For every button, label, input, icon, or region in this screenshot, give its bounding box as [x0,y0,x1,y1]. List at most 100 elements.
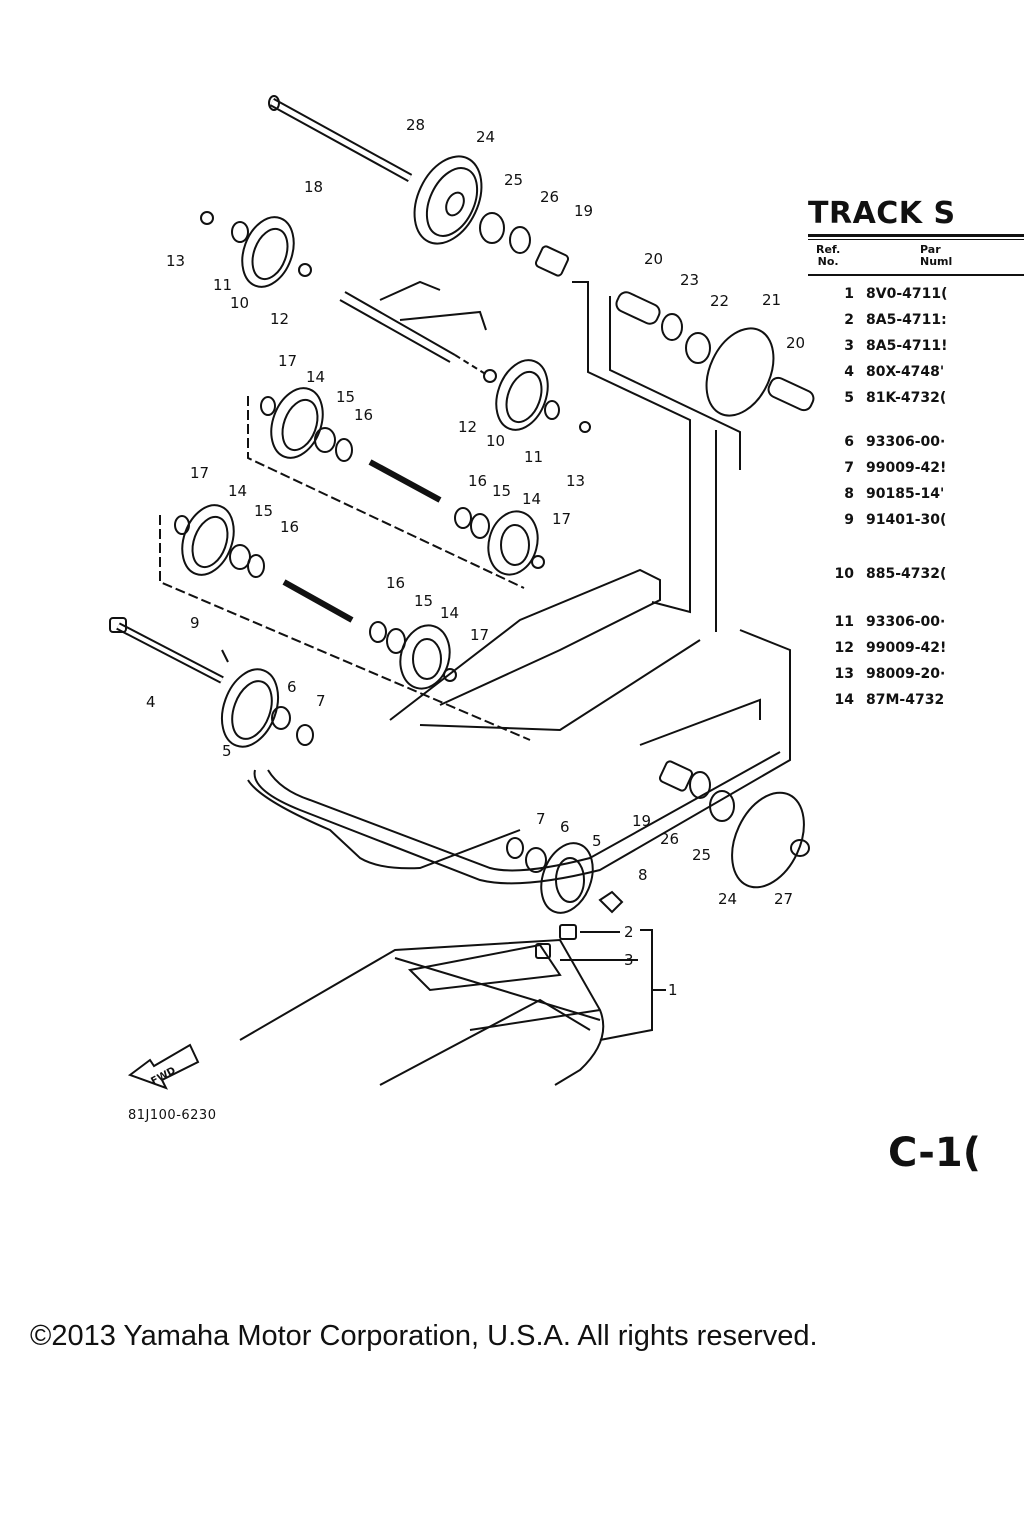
callout-3: 3 [624,951,634,969]
callout-23: 23 [680,271,699,289]
mid-wheel-set-lower [159,504,531,741]
callout-20: 20 [644,250,663,268]
callout-17: 17 [278,352,297,370]
track-belt [239,924,605,1086]
callout-10b: 10 [486,432,505,450]
callout-18: 18 [304,178,323,196]
mid-wheel-set-right [454,507,545,576]
callout-22: 22 [710,292,729,310]
bracket-line-2 [609,296,741,470]
callout-4: 4 [146,693,156,711]
callout-14c: 14 [522,490,541,508]
figure-code: 81J100-6230 [128,1108,217,1123]
callout-7b: 7 [536,810,546,828]
callout-17d: 17 [470,626,489,644]
page-code: C-1( [888,1130,981,1176]
front-axle-bolt [109,617,229,684]
bracket-line-1 [572,281,691,614]
copyright-notice: ©2013 Yamaha Motor Corporation, U.S.A. A… [30,1320,818,1352]
callout-17b: 17 [190,464,209,482]
callout-15d: 15 [414,592,433,610]
callout-16: 16 [354,406,373,424]
front-wheel [220,668,314,748]
callout-24b: 24 [718,890,737,908]
callout-25: 25 [504,171,523,189]
ref-no-header: Ref.No. [816,243,841,268]
callout-26b: 26 [660,830,679,848]
rear-idler-assembly [639,698,810,889]
callout-25b: 25 [692,846,711,864]
callout-5b: 5 [592,832,602,850]
callout-14b: 14 [228,482,247,500]
callout-5: 5 [222,742,232,760]
guide-wheel-right [483,359,591,433]
idler-wheel-top [413,155,483,245]
callout-9: 9 [190,614,200,632]
callout-15b: 15 [254,502,273,520]
collar-26 [509,226,531,254]
callout-12b: 12 [458,418,477,436]
callout-17c: 17 [552,510,571,528]
header-rule [808,274,1024,276]
callout-13b: 13 [566,472,585,490]
bearing-25 [479,212,505,244]
callout-16d: 16 [386,574,405,592]
callout-10: 10 [230,294,249,312]
mid-wheel-set-upper [247,387,525,589]
callout-21: 21 [762,291,781,309]
title-rule [808,234,1024,237]
callout-6b: 6 [560,818,570,836]
callout-19: 19 [574,202,593,220]
callout-11b: 11 [524,448,543,466]
callout-16c: 16 [468,472,487,490]
panel-title: TRACK S [808,196,956,231]
callout-15c: 15 [492,482,511,500]
right-spacer-assembly [615,291,815,417]
callout-11: 11 [213,276,232,294]
callout-15: 15 [336,388,355,406]
callout-27: 27 [774,890,793,908]
callout-20b: 20 [786,334,805,352]
callout-16b: 16 [280,518,299,536]
callout-2: 2 [624,923,634,941]
callout-13: 13 [166,252,185,270]
callout-8: 8 [638,866,648,884]
slide-rails [247,568,791,885]
callout-26: 26 [540,188,559,206]
track-leader-lines [560,929,666,1041]
callout-14: 14 [306,368,325,386]
callout-24: 24 [476,128,495,146]
callout-28: 28 [406,116,425,134]
fwd-arrow-icon [127,1043,200,1090]
callout-19b: 19 [632,812,651,830]
rear-lower-wheel [506,837,624,914]
guide-wheel-left [200,211,312,288]
callout-14d: 14 [440,604,459,622]
callout-1: 1 [668,981,678,999]
title-rule-thin [808,239,1024,240]
callout-7: 7 [316,692,326,710]
spacer-19 [534,245,570,277]
rear-axle-shaft [268,95,413,182]
callout-12: 12 [270,310,289,328]
callout-6: 6 [287,678,297,696]
